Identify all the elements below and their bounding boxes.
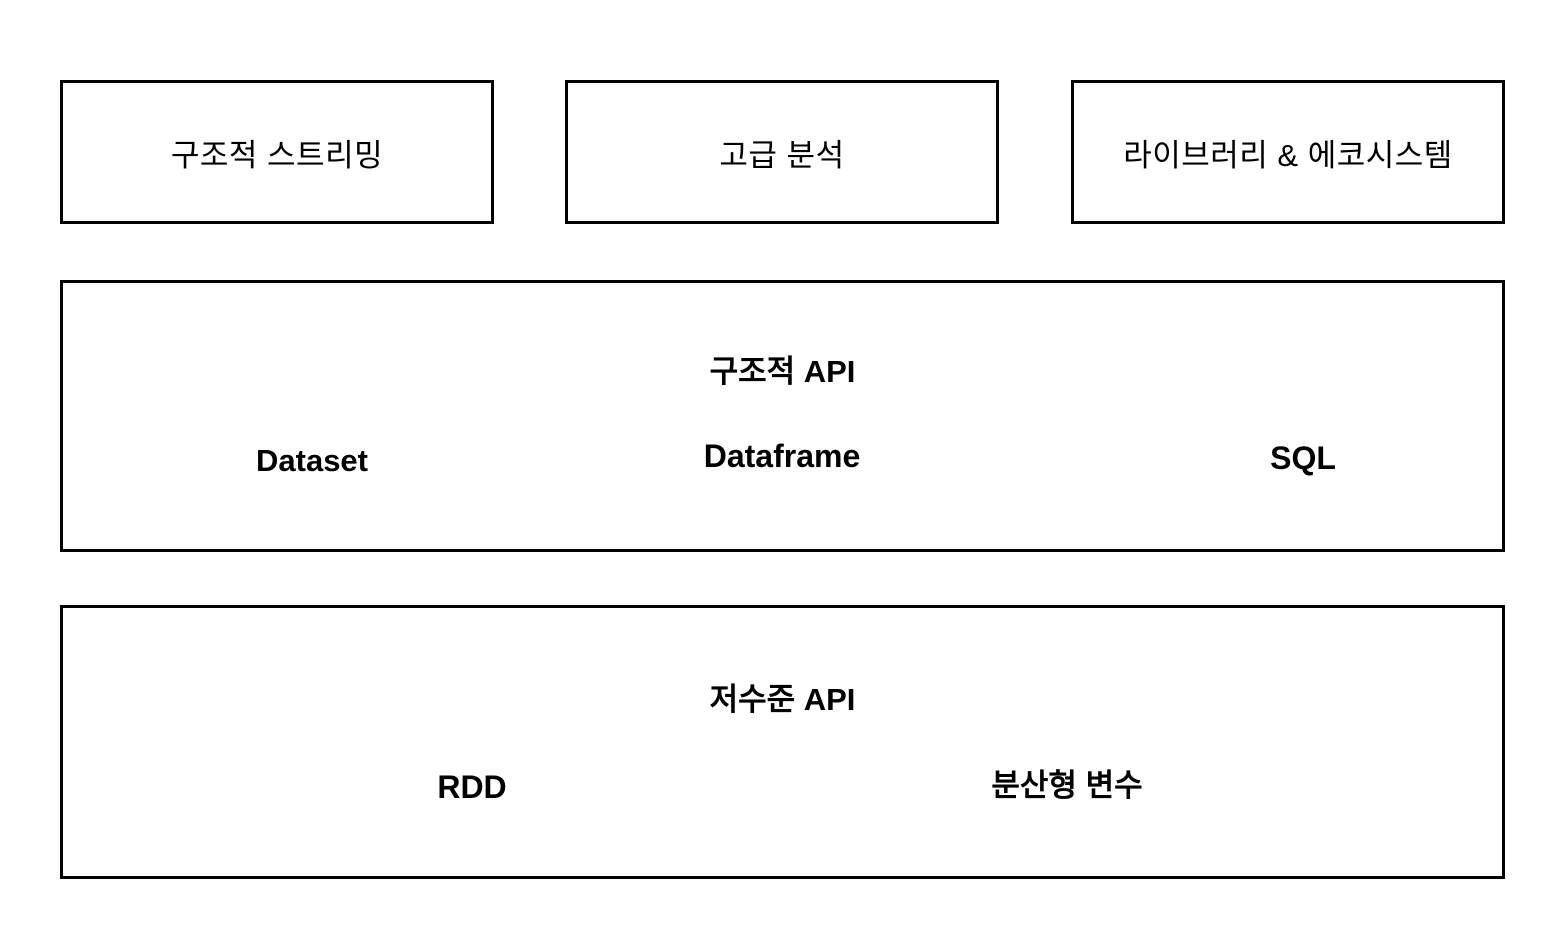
structured-api-item-sql: SQL <box>1270 440 1336 476</box>
box-libraries-ecosystem: 라이브러리 & 에코시스템 <box>1071 80 1505 224</box>
box-low-level-api: 저수준 API RDD 분산형 변수 <box>60 605 1505 879</box>
structured-api-item-dataframe: Dataframe <box>703 438 861 474</box>
advanced-analytics-label: 고급 분석 <box>719 137 845 173</box>
structured-api-title: 구조적 API <box>709 354 856 389</box>
libraries-ecosystem-label: 라이브러리 & 에코시스템 <box>1123 137 1453 173</box>
low-level-api-title: 저수준 API <box>709 682 856 717</box>
low-level-api-item-distributed-variables: 분산형 변수 <box>991 768 1143 803</box>
structured-api-item-dataset: Dataset <box>256 443 368 478</box>
box-advanced-analytics: 고급 분석 <box>565 80 999 224</box>
low-level-api-item-rdd: RDD <box>437 769 507 805</box>
box-structured-streaming: 구조적 스트리밍 <box>60 80 494 224</box>
structured-streaming-label: 구조적 스트리밍 <box>170 137 384 173</box>
box-structured-api: 구조적 API Dataset Dataframe SQL <box>60 280 1505 552</box>
